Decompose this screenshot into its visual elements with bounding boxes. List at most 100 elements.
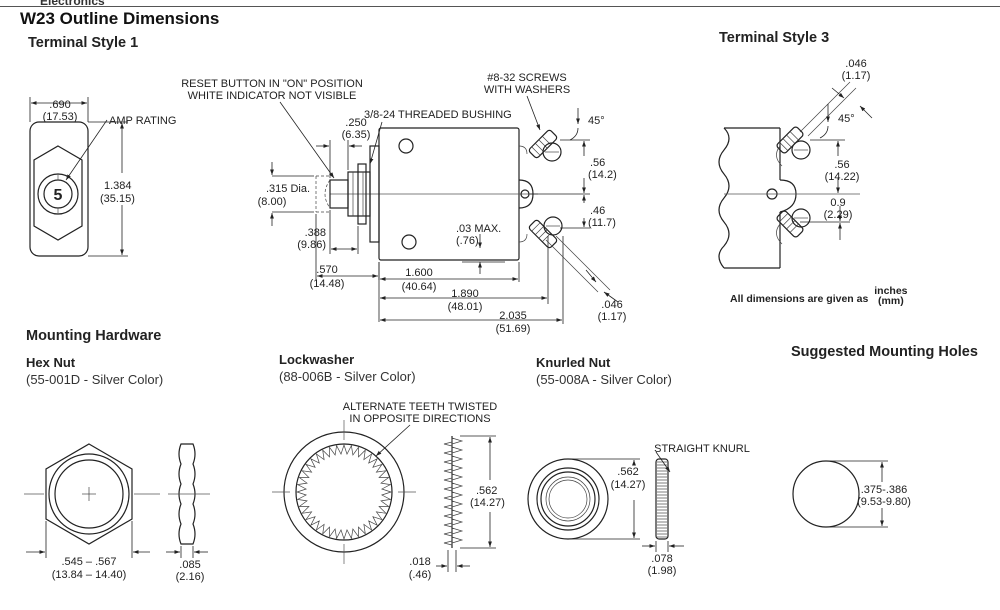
front-width-mm: (17.53) [43,111,78,123]
d250-mm: (6.35) [342,129,371,141]
lockwasher-title: Lockwasher [279,352,355,367]
units-note: All dimensions are given as inches (mm) [730,285,908,307]
knurl-lines [657,461,667,538]
reset-button [329,179,349,209]
hex-thick-mm: (2.16) [176,571,205,583]
knurled-nut-part: (55-008A - Silver Color) [536,372,672,387]
d1890-mm: (48.01) [448,301,483,313]
lockwasher-teeth [295,443,393,541]
d1600-mm: (40.64) [402,281,437,293]
ts3-d56-mm: (14.22) [825,171,860,183]
hole-dia-in: .375-.386 [861,484,907,496]
dia-in: .315 Dia. [266,183,310,195]
body-hole-bottom [401,234,417,250]
bushing-nut [357,163,367,225]
d046-in: .046 [601,299,622,311]
front-height-mm: (35.15) [100,193,135,205]
front-view: 5 .690 (17.53) AMP RATING 1.384 (35.15) [29,97,176,257]
bushing-label: 3/8-24 THREADED BUSHING [364,109,512,121]
lockwasher-dia-mm: (14.27) [470,497,505,509]
hole-dia-mm: (9.53-9.80) [857,496,911,508]
lockwasher-part: (88-006B - Silver Color) [279,369,416,384]
side-view: RESET BUTTON IN "ON" POSITION WHITE INDI… [181,72,626,335]
d1890-in: 1.890 [451,288,479,300]
d388-mm: (9.86) [297,239,326,251]
hex-thick-in: .085 [179,559,200,571]
screws-label-line2: WITH WASHERS [484,84,570,96]
front-width-in: .690 [49,99,70,111]
knurl-label: STRAIGHT KNURL [654,443,750,455]
d570-mm: (14.48) [310,278,345,290]
units-mm: (mm) [878,295,904,307]
mounting-hardware-heading: Mounting Hardware [26,328,162,344]
d56-in: .56 [590,157,605,169]
d2035-mm: (51.69) [496,323,531,335]
d03-mm: (.76) [456,235,479,247]
d570-in: .570 [316,264,337,276]
mounting-hole [792,460,860,528]
lockwasher-side [443,436,464,548]
d046-mm: (1.17) [598,311,627,323]
hex-across-in: .545 – .567 [61,556,116,568]
front-height-in: 1.384 [104,180,132,192]
d03-in: .03 MAX. [456,223,501,235]
dia-mm: (8.00) [258,196,287,208]
body-hole-top [398,138,414,154]
knurled-nut-title: Knurled Nut [536,355,611,370]
screw-bottom [528,219,558,249]
amp-rating-label: AMP RATING [109,115,176,127]
ts3-d046-mm: (1.17) [842,70,871,82]
lockwasher-note-line2: IN OPPOSITE DIRECTIONS [349,413,490,425]
d46-mm: (11.7) [588,217,616,229]
ts3-d09-in: 0.9 [830,197,845,209]
terminal-style-3-view: .046 (1.17) 45° .56 (14.22) 0.9 (2.29) [718,58,873,269]
d250-in: .250 [345,117,366,129]
knurled-nut-face [527,458,609,540]
units-inches: inches [874,285,908,297]
front-hex-outline [33,145,83,241]
hex-nut-title: Hex Nut [26,355,76,370]
terminal-style-3-heading: Terminal Style 3 [719,30,830,46]
reset-label-line1: RESET BUTTON IN "ON" POSITION [181,78,363,90]
ts3-broken-edge [718,127,730,269]
amp-rating-value: 5 [54,187,63,204]
screws-label-line1: #8-32 SCREWS [487,72,566,84]
reset-label-line2: WHITE INDICATOR NOT VISIBLE [188,90,357,102]
d1600-in: 1.600 [405,267,433,279]
lockwasher-dia-in: .562 [476,485,497,497]
lockwasher-drawing: ALTERNATE TEETH TWISTED IN OPPOSITE DIRE… [272,401,505,581]
ts3-angle: 45° [838,113,855,125]
knurled-nut-drawing: STRAIGHT KNURL .562 (14.27) .078 (1.98) [527,443,750,577]
terminal-style-1-heading: Terminal Style 1 [28,35,139,51]
knurled-dia-mm: (14.27) [611,479,646,491]
header-rule [0,6,1000,7]
d2035-in: 2.035 [499,310,527,322]
lockwasher-note-line1: ALTERNATE TEETH TWISTED [343,401,497,413]
units-stack: inches (mm) [874,285,908,307]
d46-in: .46 [590,205,605,217]
ts3-d09-mm: (2.29) [824,209,853,221]
lockwasher-thick-in: .018 [409,556,430,568]
side-angle: 45° [588,115,605,127]
lockwasher-thick-mm: (.46) [409,569,432,581]
knurled-thick-in: .078 [651,553,672,565]
d56-mm: (14.2) [588,169,617,181]
ts3-tab [779,179,797,213]
hex-nut-face [45,443,133,545]
hex-nut-part: (55-001D - Silver Color) [26,372,164,387]
knurled-thick-mm: (1.98) [648,565,677,577]
hex-across-mm: (13.84 – 14.40) [52,569,127,581]
lockwasher-outer [283,431,405,553]
ts3-d56-in: .56 [834,159,849,171]
d388-in: .388 [305,227,326,239]
section-name-partial: Electronics [40,0,105,8]
units-note-prefix: All dimensions are given as [730,293,869,305]
suggested-mounting-heading: Suggested Mounting Holes [791,344,978,360]
knurled-dia-in: .562 [617,466,638,478]
hex-nut-drawing: .545 – .567 (13.84 – 14.40) .085 (2.16) [24,443,210,583]
mounting-hole-drawing: .375-.386 (9.53-9.80) [792,460,911,528]
hex-nut-side [178,443,196,545]
knurled-nut-side [655,458,669,540]
ts3-d046-in: .046 [845,58,866,70]
